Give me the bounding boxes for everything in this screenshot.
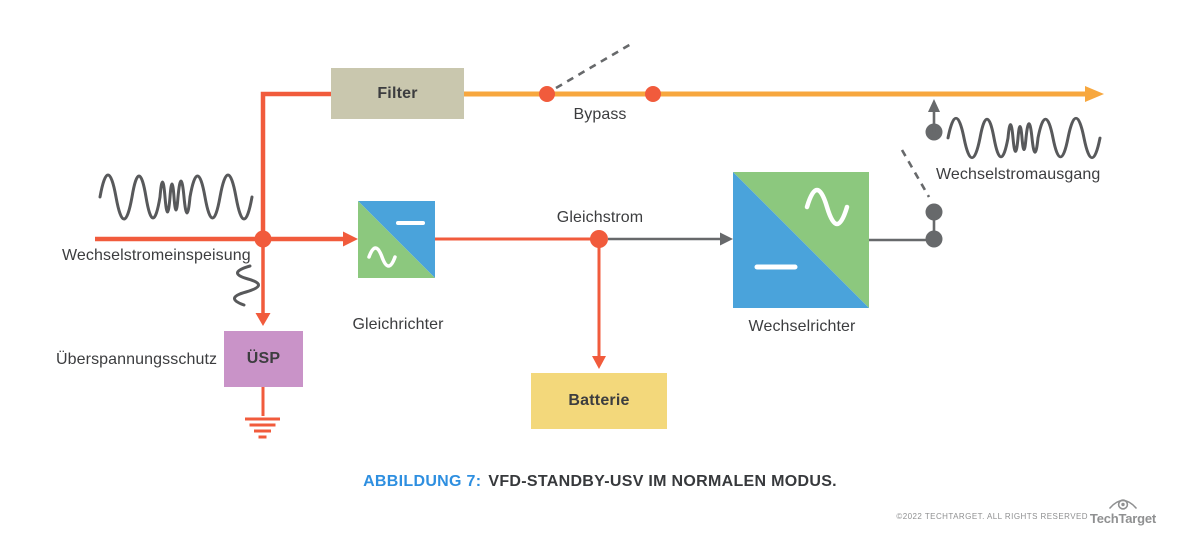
bypass-label: Bypass: [573, 106, 627, 123]
inverter-label: Wechselrichter: [748, 318, 856, 335]
ac-output-label: Wechselstromausgang: [936, 166, 1101, 183]
surge-protector-box-label: ÜSP: [246, 350, 281, 367]
figure-caption-text: VFD-STANDBY-USV IM NORMALEN MODUS.: [488, 473, 837, 490]
ac-symbol-icon: [804, 187, 850, 227]
bypass-contact-dot-right: [645, 86, 661, 102]
output-tap-arrowhead-icon: [928, 99, 940, 112]
ac-symbol-icon: [367, 246, 397, 268]
output-waveform-icon: [946, 116, 1102, 160]
filter-box-label: Filter: [377, 84, 418, 102]
techtarget-wordmark: TechTarget: [1089, 511, 1157, 526]
rectifier-symbol-icon: [358, 201, 435, 278]
input-junction-dot: [254, 230, 272, 248]
usp-arrowhead-icon: [255, 313, 271, 326]
filter-branch-line: [260, 91, 331, 239]
inverter-symbol-icon: [733, 172, 869, 308]
inverter-arrowhead-icon: [720, 232, 733, 246]
switch-contact-dot-middle: [925, 203, 943, 221]
ground-icon: [245, 387, 280, 439]
input-waveform-icon: [98, 173, 254, 221]
surge-protection-label: Überspannungsschutz: [56, 351, 218, 368]
copyright-text: ©2022 TECHTARGET. ALL RIGHTS RESERVED: [896, 512, 1088, 521]
inverter-box: [733, 172, 869, 308]
output-open-switch-icon: [900, 149, 931, 198]
ac-input-label: Wechselstromeinspeisung: [62, 247, 251, 264]
bypass-open-switch-icon: [555, 42, 632, 90]
surge-protector-box: ÜSP: [224, 331, 303, 387]
figure-caption-number: ABBILDUNG 7:: [363, 473, 482, 490]
rectifier-label: Gleichrichter: [352, 316, 444, 333]
figure-caption: ABBILDUNG 7: VFD-STANDBY-USV IM NORMALEN …: [0, 473, 1200, 491]
rectifier-box: [358, 201, 435, 278]
bypass-arrowhead-icon: [1085, 86, 1104, 102]
battery-box-label: Batterie: [568, 392, 630, 409]
eye-icon: [1109, 499, 1137, 510]
rectifier-arrowhead-icon: [343, 231, 358, 247]
dc-label: Gleichstrom: [556, 209, 644, 226]
battery-arrowhead-icon: [592, 356, 606, 369]
bypass-contact-dot-left: [539, 86, 555, 102]
switch-contact-dot-bottom: [925, 230, 943, 248]
surge-squiggle-icon: [233, 264, 260, 307]
techtarget-logo: TechTarget: [1090, 496, 1156, 526]
filter-box: Filter: [331, 68, 464, 119]
battery-box: Batterie: [531, 373, 667, 429]
